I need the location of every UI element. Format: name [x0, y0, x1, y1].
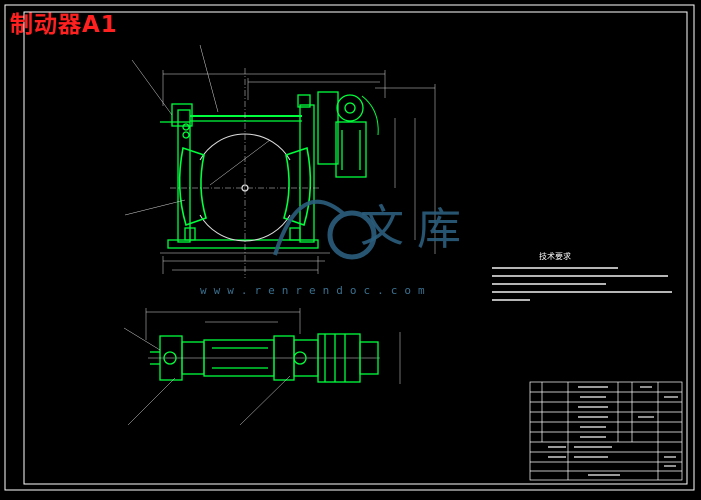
title-block-text-marks	[548, 386, 678, 476]
watermark-char-ku: 库	[417, 204, 461, 255]
watermark-url: www.renrendoc.com	[200, 284, 432, 297]
watermark-char-wen: 文	[360, 201, 404, 252]
inner-frame	[23, 11, 688, 485]
title-block	[529, 381, 683, 481]
front-view	[160, 91, 379, 254]
front-centerlines	[170, 68, 320, 278]
outer-frame	[4, 4, 695, 491]
top-view	[148, 333, 380, 383]
tech-requirements-title: 技术要求	[539, 252, 571, 261]
watermark-logo	[273, 199, 377, 260]
front-dimensions	[124, 44, 436, 274]
tech-requirements-lines	[492, 267, 672, 301]
top-dimensions	[123, 308, 401, 426]
drawing-title: 制动器A1	[10, 12, 118, 38]
